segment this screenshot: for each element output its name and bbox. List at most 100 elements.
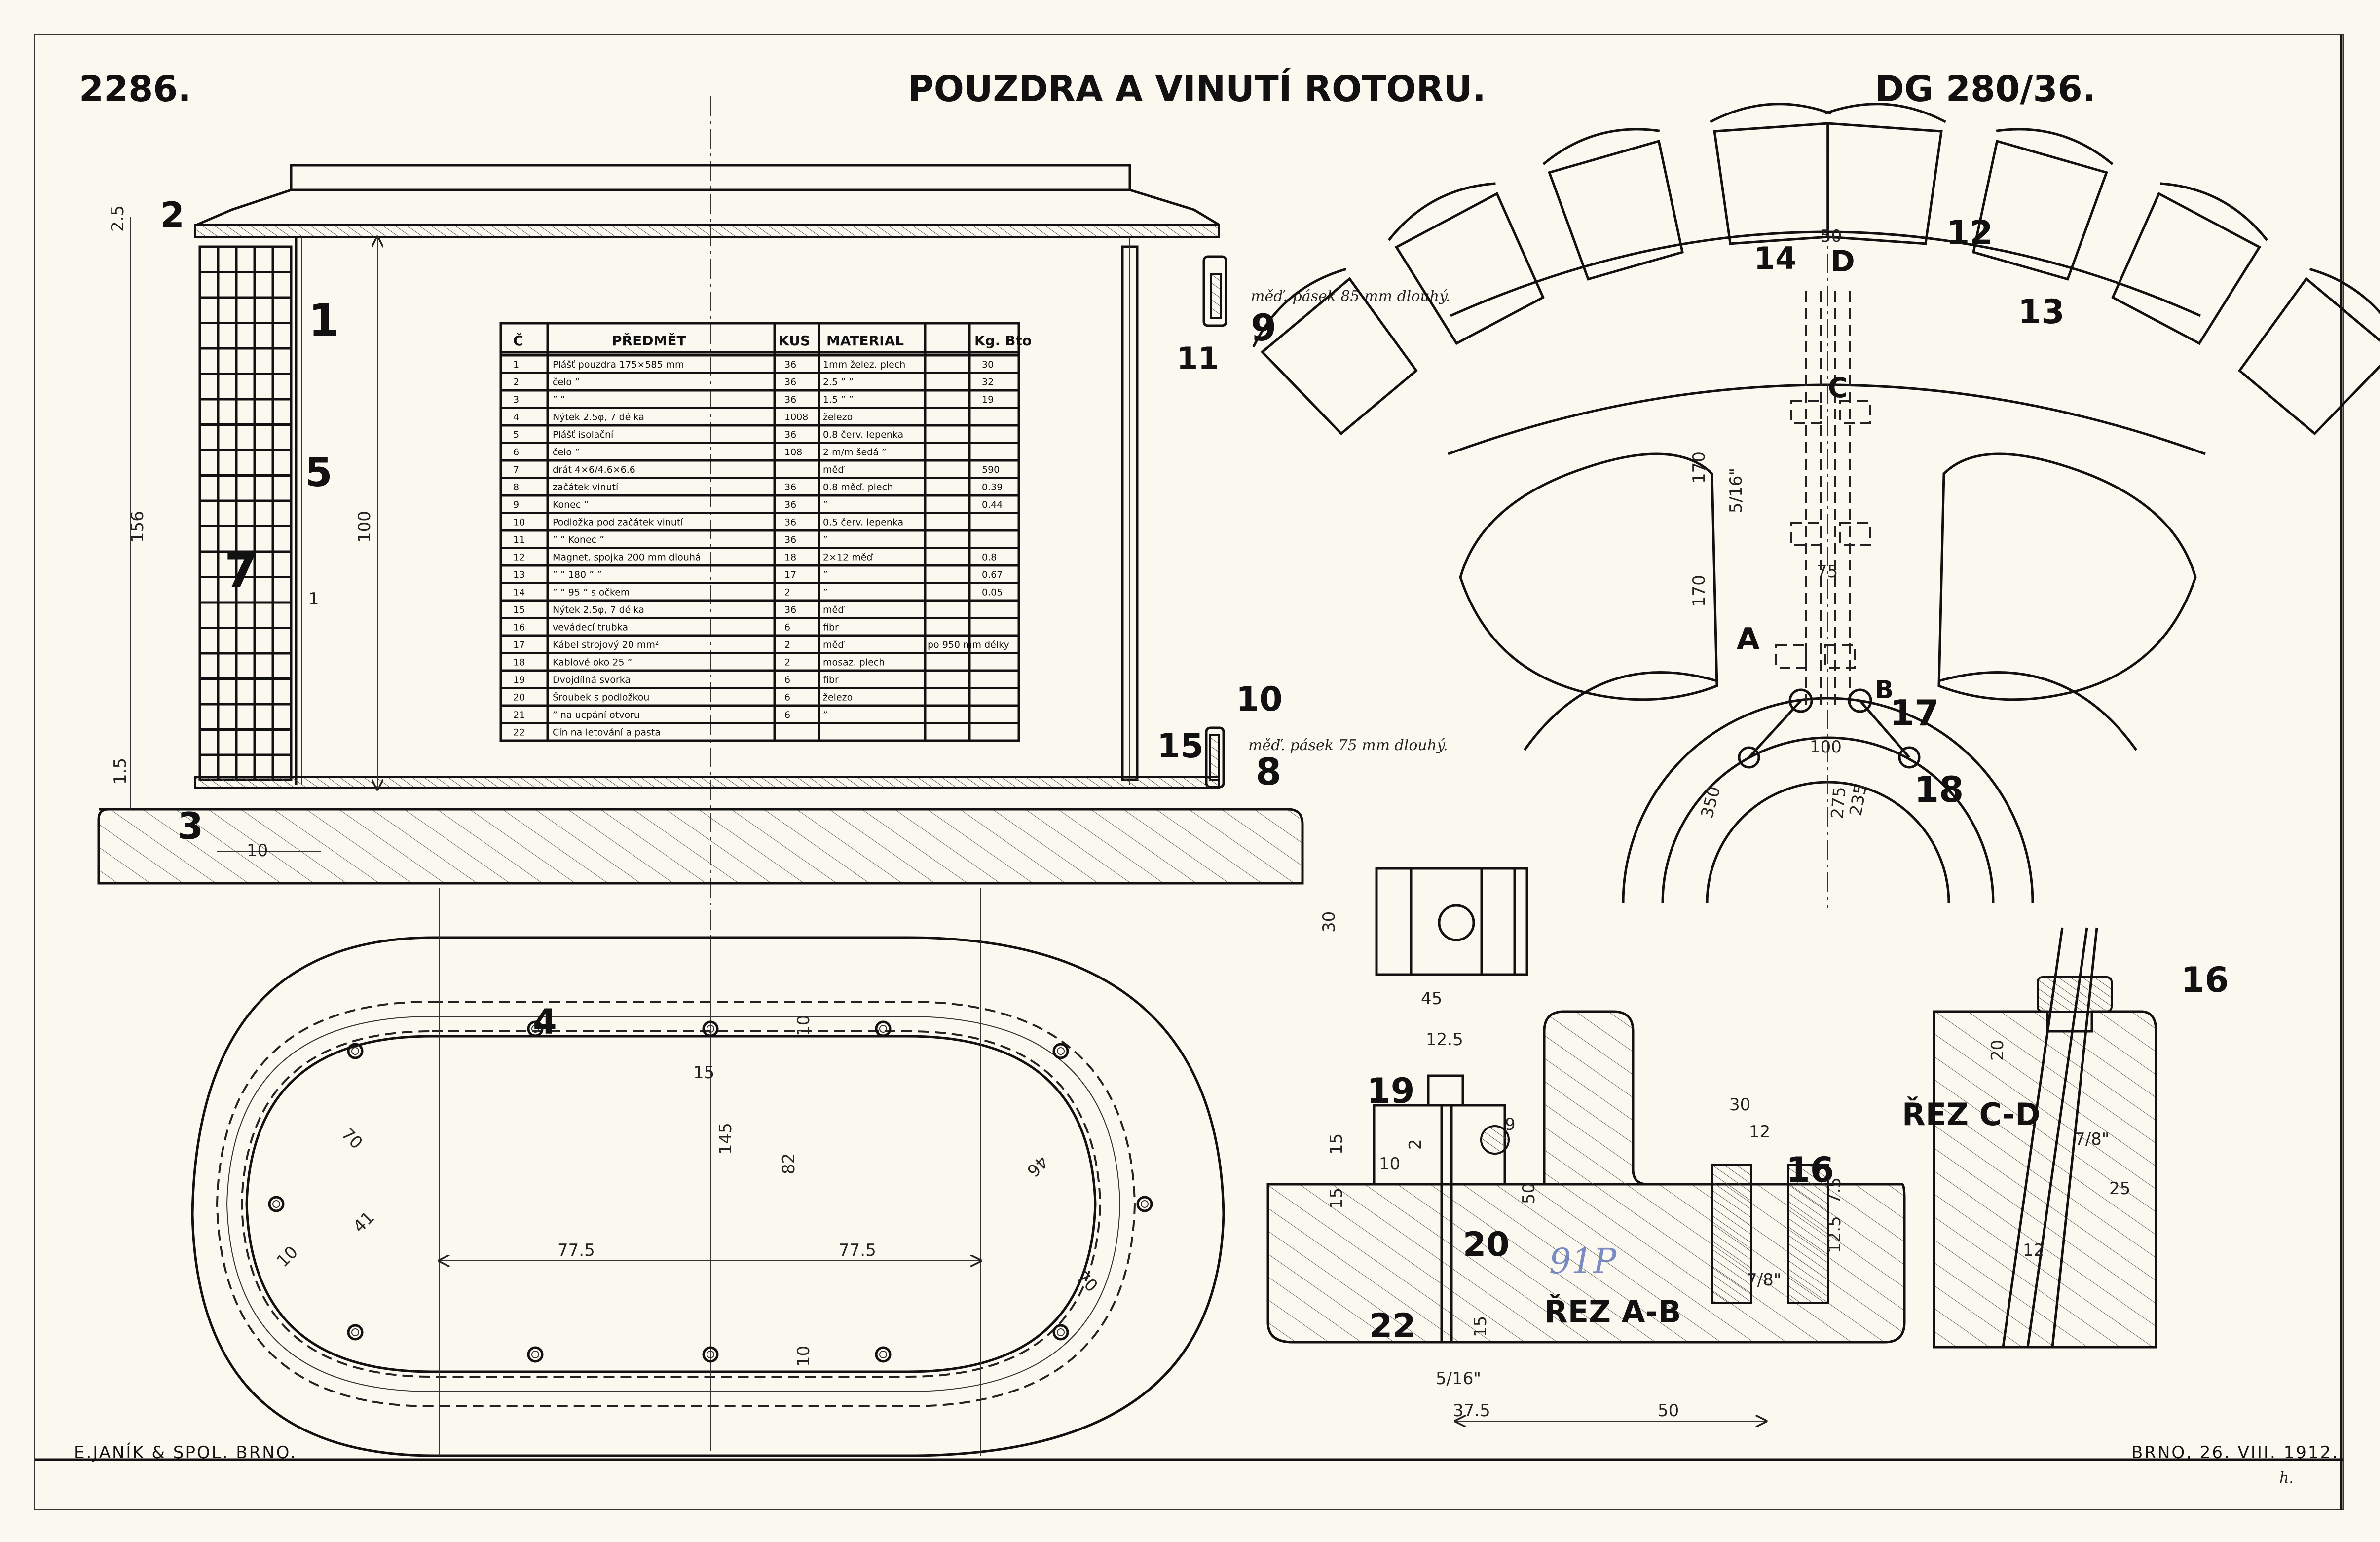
dim-12-5: 12.5	[1426, 1030, 1463, 1050]
callout-20: 20	[1463, 1225, 1510, 1264]
dim-350: 350	[1697, 784, 1724, 820]
dim-15-bottom: 15	[1471, 1316, 1490, 1337]
rivet-hole	[875, 1020, 892, 1037]
dim-50-span: 50	[1658, 1401, 1679, 1421]
dim-7-8-cd: 7/8"	[2075, 1129, 2109, 1149]
bushing-16-right	[1787, 1164, 1829, 1304]
cell-qty: 6	[784, 622, 790, 633]
dim-77-5-left: 77.5	[558, 1241, 595, 1260]
dim-50-height: 50	[1519, 1183, 1539, 1204]
coil-end-cap	[2309, 267, 2380, 315]
cell-qty: 108	[784, 447, 802, 458]
rivet-hole	[702, 1020, 719, 1037]
dim-46: 46	[1023, 1152, 1052, 1181]
table-header-cell: KUS	[779, 333, 810, 349]
coil-pocket	[2238, 277, 2380, 436]
cell-no: 3	[513, 394, 519, 405]
section-mark-d: D	[1830, 244, 1855, 279]
drawing-date: BRNO, 26. VIII. 1912.	[2131, 1443, 2339, 1463]
callout-16-ab: 16	[1786, 1150, 1834, 1190]
cell-material: 2.5 ” ”	[823, 377, 854, 388]
plan-view: 4 15 10 10 145 82 77.5 77.5 70 70 41 46 …	[175, 888, 1243, 1457]
callout-16-cd: 16	[2181, 960, 2229, 1000]
cell-material: ”	[823, 587, 828, 598]
cell-item: čelo ”	[553, 447, 580, 458]
cell-item: čelo ”	[553, 377, 580, 388]
cell-qty: 6	[784, 675, 790, 685]
clamp-section-ab: 30 45 12.5 19 20 22 16 ŘEZ A-B 91P 15 15…	[1266, 867, 1906, 1421]
rivet-hole-inner	[351, 1328, 359, 1336]
callout-13: 13	[2018, 293, 2065, 332]
dim-15-lower: 15	[1327, 1188, 1346, 1209]
note-copper-strip-75: měď. pásek 75 mm dlouhý.	[1248, 737, 1448, 754]
cell-item: ” ” Konec ”	[553, 534, 604, 545]
dim-100-rotor: 100	[1810, 737, 1842, 757]
cell-material: železo	[823, 412, 853, 423]
cell-material: ”	[823, 569, 828, 580]
section-title-cd: ŘEZ C-D	[1902, 1096, 2041, 1132]
cell-material: 0.8 červ. lepenka	[823, 429, 903, 440]
cell-qty: 36	[784, 534, 796, 545]
cell-no: 6	[513, 447, 519, 458]
elevation-view: 2.5 156 100 1 1.5 10 2 1 5 7 3 11 9 10 1…	[97, 96, 1450, 1456]
cell-item: Kablové oko 25 ”	[553, 657, 632, 668]
coil-pocket	[1548, 139, 1684, 281]
cell-material: 1.5 ” ”	[823, 394, 854, 405]
end-plate-3	[194, 776, 1220, 789]
dim-10-side: 10	[273, 1242, 302, 1271]
dim-20: 20	[1988, 1040, 2008, 1061]
cell-no: 22	[513, 727, 525, 738]
callout-4: 4	[533, 1002, 557, 1042]
cell-no: 10	[513, 517, 525, 528]
coil-pocket	[1713, 122, 1829, 245]
cell-kg: 590	[982, 464, 1000, 475]
dim-45: 45	[1421, 989, 1442, 1009]
dim-12-5-bushing: 12.5	[1825, 1216, 1845, 1253]
dim-25: 25	[2109, 1179, 2130, 1199]
dim-70-left: 70	[337, 1124, 367, 1153]
cell-qty: 17	[784, 569, 796, 580]
cell-no: 19	[513, 675, 525, 685]
callout-15: 15	[1157, 727, 1204, 766]
section-title-ab: ŘEZ A-B	[1544, 1294, 1681, 1330]
rivet-hole	[347, 1324, 364, 1341]
cell-material: 2 m/m šedá ”	[823, 447, 887, 458]
dim-77-5-right: 77.5	[839, 1241, 876, 1260]
dim-12-bushing: 12	[1749, 1122, 1770, 1142]
cell-item: drát 4×6/4.6×6.6	[553, 464, 635, 475]
cell-item: Plášť isolační	[553, 429, 614, 440]
drawing-title: POUZDRA A VINUTÍ ROTORU.	[908, 68, 1486, 110]
dim-70-right: 70	[1073, 1267, 1102, 1296]
dim-1-5: 1.5	[111, 758, 130, 785]
dim-2: 2	[1406, 1139, 1425, 1150]
pole-right	[1937, 452, 2197, 701]
pole-left	[1459, 452, 1718, 701]
rivet-hole	[527, 1020, 544, 1037]
dim-9: 9	[1505, 1115, 1516, 1134]
top-cap	[290, 164, 1131, 191]
cell-item: ” ”	[553, 394, 565, 405]
cell-item: Podložka pod začátek vinutí	[553, 517, 683, 528]
cell-item: Magnet. spojka 200 mm dlouhá	[553, 552, 701, 563]
cell-no: 9	[513, 499, 519, 510]
callout-7: 7	[224, 544, 257, 599]
rivet-hole-inner	[1057, 1047, 1065, 1055]
base-iron	[97, 808, 1304, 885]
cell-item: ” ” 95 ” s očkem	[553, 587, 630, 598]
cell-qty: 36	[784, 604, 796, 615]
dim-50-rotor: 50	[1821, 226, 1842, 246]
callout-8: 8	[1256, 750, 1281, 793]
cell-no: 8	[513, 482, 519, 493]
rivet-hole	[702, 1346, 719, 1363]
copper-strip-end	[1202, 255, 1227, 327]
